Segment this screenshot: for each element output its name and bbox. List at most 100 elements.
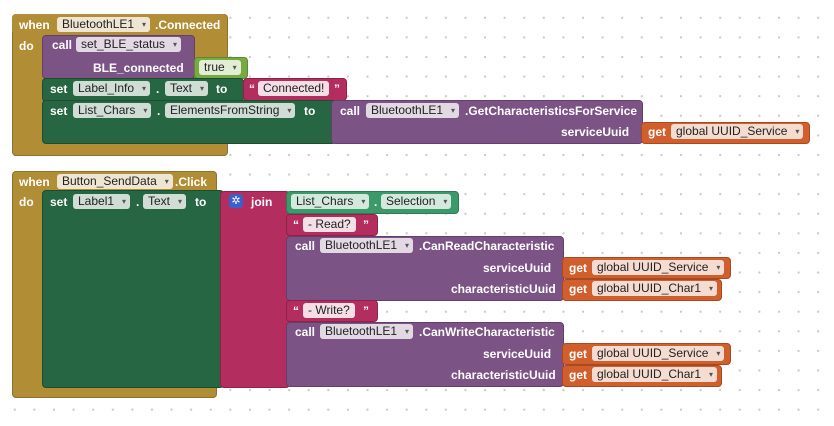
variable-label: global UUID_Service: [597, 346, 709, 360]
getter-property-label: Selection: [386, 194, 436, 208]
do-keyword: do: [19, 39, 34, 53]
set-keyword: set: [50, 195, 68, 209]
string-value[interactable]: - Read?: [303, 217, 356, 232]
property-dropdown[interactable]: Text ▾: [143, 194, 187, 209]
when-keyword: when: [19, 175, 50, 189]
close-quote: ”: [334, 82, 340, 96]
string-value[interactable]: - Write?: [303, 303, 355, 318]
open-quote: “: [293, 218, 299, 232]
dropdown-arrow-icon: ▾: [361, 197, 366, 206]
variable-dropdown[interactable]: global UUID_Char1 ▾: [592, 367, 718, 382]
method-component-label: BluetoothLE1: [371, 103, 444, 117]
getter-property-dropdown[interactable]: Selection ▾: [381, 194, 452, 209]
setter-component-label: Label_Info: [78, 81, 135, 95]
dropdown-arrow-icon: ▾: [795, 127, 800, 136]
to-keyword: to: [304, 104, 316, 118]
do-keyword: do: [19, 195, 34, 209]
variable-label: global UUID_Service: [676, 124, 788, 138]
variable-dropdown[interactable]: global UUID_Service ▾: [671, 124, 804, 139]
when-keyword: when: [19, 18, 50, 32]
method-component-dropdown[interactable]: BluetoothLE1 ▾: [320, 238, 414, 253]
open-quote: “: [249, 82, 255, 96]
dot: .: [156, 82, 160, 96]
get-keyword: get: [569, 282, 587, 296]
get-keyword: get: [648, 125, 666, 139]
call-keyword: call: [295, 325, 316, 339]
dropdown-arrow-icon: ▾: [178, 197, 183, 206]
variable-dropdown[interactable]: global UUID_Char1 ▾: [592, 281, 718, 296]
dropdown-arrow-icon: ▾: [200, 84, 205, 93]
dropdown-arrow-icon: ▾: [142, 20, 147, 29]
string-value[interactable]: Connected!: [258, 81, 330, 96]
dropdown-arrow-icon: ▾: [443, 197, 448, 206]
get-keyword: get: [569, 368, 587, 382]
component-label: BluetoothLE1: [62, 17, 135, 31]
call-keyword: call: [340, 104, 361, 118]
component-label: Button_SendData: [62, 174, 157, 188]
set-keyword: set: [50, 82, 68, 96]
dropdown-arrow-icon: ▾: [142, 84, 147, 93]
variable-dropdown[interactable]: global UUID_Service▾: [592, 260, 725, 275]
dropdown-arrow-icon: ▾: [451, 106, 456, 115]
property-dropdown[interactable]: Text ▾: [165, 81, 209, 96]
component-dropdown[interactable]: BluetoothLE1 ▾: [57, 17, 151, 32]
method-name: .CanWriteCharacteristic: [419, 325, 555, 339]
call-keyword: call: [295, 239, 316, 253]
setter-component-dropdown[interactable]: Label_Info ▾: [73, 81, 151, 96]
open-quote: “: [293, 304, 299, 318]
setter-component-label: Label1: [78, 194, 115, 208]
arg-label-characteristic: characteristicUuid: [451, 368, 556, 382]
dropdown-arrow-icon: ▾: [716, 349, 721, 358]
join-keyword: join: [251, 195, 273, 209]
set-keyword: set: [50, 104, 68, 118]
arg-label: serviceUuid: [561, 125, 630, 139]
dropdown-arrow-icon: ▾: [232, 63, 237, 72]
dropdown-arrow-icon: ▾: [405, 241, 410, 250]
dropdown-arrow-icon: ▾: [287, 106, 292, 115]
method-component-dropdown[interactable]: BluetoothLE1 ▾: [366, 103, 460, 118]
dropdown-arrow-icon: ▾: [405, 327, 410, 336]
event-name: .Connected: [155, 18, 221, 32]
component-dropdown[interactable]: Button_SendData ▾: [57, 174, 173, 189]
variable-label: global UUID_Char1: [597, 281, 702, 295]
property-label: Text: [170, 81, 193, 95]
property-dropdown[interactable]: ElementsFromString ▾: [165, 103, 296, 118]
procedure-label: set_BLE_status: [81, 37, 166, 51]
setter-component-dropdown[interactable]: Label1 ▾: [73, 194, 131, 209]
dot: .: [374, 195, 378, 209]
join-block[interactable]: [220, 191, 290, 388]
variable-label: global UUID_Char1: [597, 367, 702, 381]
method-component-label: BluetoothLE1: [325, 324, 398, 338]
method-component-label: BluetoothLE1: [325, 238, 398, 252]
dropdown-arrow-icon: ▾: [709, 370, 714, 379]
dropdown-arrow-icon: ▾: [716, 263, 721, 272]
get-keyword: get: [569, 261, 587, 275]
call-keyword: call: [52, 38, 73, 52]
dropdown-arrow-icon: ▾: [709, 284, 714, 293]
dropdown-arrow-icon: ▾: [164, 177, 169, 186]
variable-dropdown[interactable]: global UUID_Service ▾: [592, 346, 725, 361]
arg-label-service: serviceUuid: [483, 347, 552, 361]
method-name: .GetCharacteristicsForService: [465, 104, 638, 118]
setter-block-label1[interactable]: [42, 190, 224, 388]
method-component-dropdown[interactable]: BluetoothLE1 ▾: [320, 324, 414, 339]
close-quote: ”: [363, 218, 369, 232]
method-name: .CanReadCharacteristic: [419, 239, 555, 253]
arg-label: BLE_connected: [93, 61, 184, 75]
procedure-dropdown[interactable]: set_BLE_status▾: [76, 37, 182, 52]
close-quote: ”: [363, 304, 369, 318]
gear-icon[interactable]: ✲: [229, 194, 243, 208]
dot: .: [157, 104, 161, 118]
arg-label-service: serviceUuid: [483, 261, 552, 275]
arg-label-characteristic: characteristicUuid: [451, 282, 556, 296]
setter-component-dropdown[interactable]: List_Chars▾: [73, 103, 152, 118]
get-keyword: get: [569, 347, 587, 361]
to-keyword: to: [195, 195, 207, 209]
getter-component-dropdown[interactable]: List_Chars▾: [291, 194, 370, 209]
boolean-dropdown[interactable]: true▾: [199, 60, 241, 75]
property-label: Text: [148, 194, 171, 208]
dropdown-arrow-icon: ▾: [122, 197, 127, 206]
property-label: ElementsFromString: [170, 103, 280, 117]
event-name: .Click: [175, 175, 208, 189]
dropdown-arrow-icon: ▾: [143, 106, 148, 115]
